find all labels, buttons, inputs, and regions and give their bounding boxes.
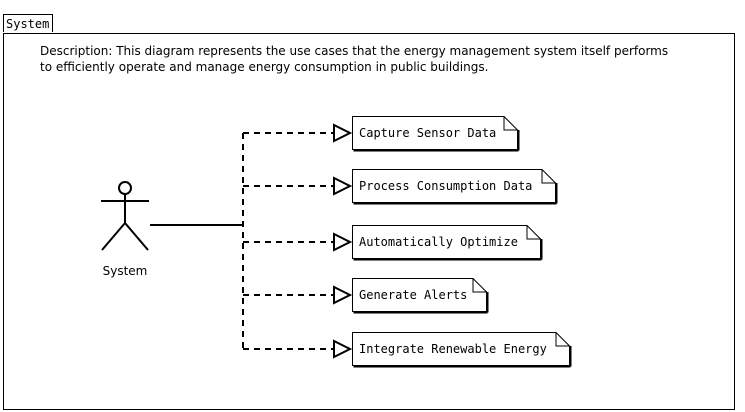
use-case-note-automatically-optimize[interactable]: Automatically Optimize [352, 225, 543, 261]
use-case-label: Generate Alerts [359, 288, 468, 302]
diagram-description: Description: This diagram represents the… [40, 43, 680, 75]
frame-title-tab: System [3, 14, 53, 32]
actor-label: System [102, 264, 148, 278]
note-shape [352, 225, 543, 261]
note-shape [352, 332, 572, 368]
actor-figure [101, 181, 149, 251]
description-line-2: to efficiently operate and manage energy… [40, 60, 489, 74]
use-case-note-capture-sensor-data[interactable]: Capture Sensor Data [352, 116, 520, 152]
note-shape [352, 169, 558, 205]
note-shape [352, 278, 489, 314]
note-shape [352, 116, 520, 152]
dependency-arrowhead-4 [333, 339, 353, 359]
use-case-note-integrate-renewable-energy[interactable]: Integrate Renewable Energy [352, 332, 572, 368]
use-case-note-process-consumption-data[interactable]: Process Consumption Data [352, 169, 558, 205]
dependency-arrowhead-0 [333, 123, 353, 143]
description-line-1: Description: This diagram represents the… [40, 44, 669, 58]
dependency-arrowhead-1 [333, 176, 353, 196]
dependency-arrowhead-3 [333, 285, 353, 305]
dependency-arrowhead-2 [333, 232, 353, 252]
use-case-note-generate-alerts[interactable]: Generate Alerts [352, 278, 489, 314]
use-case-label: Automatically Optimize [359, 235, 518, 249]
use-case-label: Integrate Renewable Energy [359, 342, 547, 356]
use-case-label: Capture Sensor Data [359, 126, 497, 140]
use-case-label: Process Consumption Data [359, 179, 533, 193]
